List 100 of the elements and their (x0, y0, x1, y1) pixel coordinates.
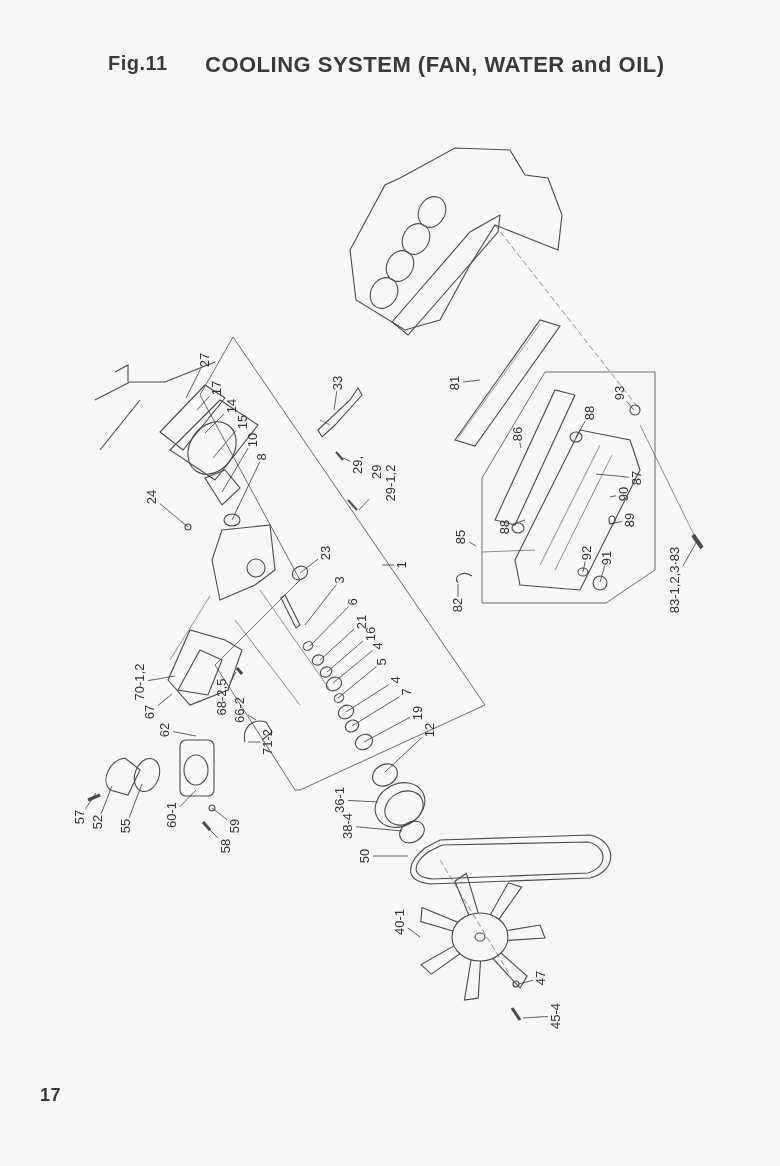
leader-line (575, 420, 586, 438)
figure-number: Fig.11 (108, 52, 168, 75)
callout-number: 17 (210, 380, 224, 396)
callout-number: 1 (395, 561, 409, 569)
diagram-title: COOLING SYSTEM (FAN, WATER and OIL) (205, 52, 665, 78)
callout-number: 58 (219, 838, 233, 854)
callout-number: 52 (91, 814, 105, 830)
leader-line (231, 461, 261, 521)
callout-number: 24 (145, 489, 159, 505)
callout-number: 55 (119, 818, 133, 834)
callout-number: 36-1 (333, 787, 347, 813)
leader-line (351, 696, 400, 727)
leader-line (682, 540, 698, 567)
callout-number: 59 (228, 818, 242, 834)
leader-line (157, 693, 173, 706)
leader-line (332, 650, 373, 684)
callout-number: 14 (225, 398, 239, 414)
callout-number: 29-1,2 (384, 464, 398, 502)
leader-line (196, 395, 210, 411)
callout-number: 66-2 (233, 697, 247, 723)
callout-number: 45-4 (549, 1003, 563, 1029)
leader-line (608, 521, 623, 525)
leader-line (372, 855, 409, 857)
leader-line (319, 628, 355, 661)
leader-line (128, 783, 143, 819)
leader-line (247, 714, 257, 721)
leader-line (100, 785, 113, 815)
leader-line (221, 447, 249, 493)
leader-line (355, 826, 403, 832)
leader-line (512, 519, 526, 525)
leader-line (304, 584, 337, 626)
leader-line (337, 666, 377, 699)
callout-number: 8 (255, 453, 269, 461)
callout-number: 40-1 (393, 909, 407, 935)
leader-line (205, 825, 219, 839)
callout-number: 33 (331, 375, 345, 391)
callout-number: 68-2,5 (215, 678, 229, 716)
leader-line (299, 558, 319, 574)
callout-number: 6 (346, 598, 360, 606)
leader-line (147, 675, 176, 682)
leader-line (522, 1016, 549, 1019)
leader-line (407, 927, 421, 938)
callout-number: 15 (236, 414, 250, 430)
callout-number: 19 (411, 705, 425, 721)
callout-number: 86 (511, 426, 525, 442)
leader-line (172, 731, 197, 737)
callout-number: 89 (623, 512, 637, 528)
leader-line (609, 495, 617, 498)
callout-number: 10 (246, 432, 260, 448)
page-number: 17 (40, 1085, 62, 1106)
callout-number: 88 (498, 519, 512, 535)
callout-number: 12 (423, 722, 437, 738)
callout-number: 60-1 (165, 802, 179, 828)
callout-number: 81 (448, 375, 462, 391)
callout-number: 57 (73, 809, 87, 825)
callout-number: 83-1,2,3·83 (668, 546, 682, 614)
callout-number: 93 (613, 385, 627, 401)
leader-line (326, 640, 364, 673)
callout-number: 23 (319, 545, 333, 561)
callout-number: 82 (451, 597, 465, 613)
callout-number: 90 (617, 486, 631, 502)
leader-line (582, 560, 586, 573)
leader-line (457, 583, 459, 598)
leader-line (595, 473, 630, 478)
callout-number: 91 (600, 550, 614, 566)
callout-number: 92 (580, 545, 594, 561)
leader-line (384, 737, 423, 773)
leader-line (179, 789, 197, 808)
callout-number: 87 (630, 470, 644, 486)
leader-line (342, 457, 351, 462)
leader-line (347, 800, 379, 803)
leader-line (229, 671, 237, 684)
leader-line (159, 503, 189, 528)
leader-line (211, 807, 228, 821)
leader-line (333, 390, 338, 411)
callout-number: 27 (198, 352, 212, 368)
leader-line (85, 792, 97, 810)
leader-line (358, 498, 370, 511)
callout-number: 38-4 (341, 813, 355, 839)
callout-number: 4 (389, 676, 403, 684)
callout-number: 88 (583, 405, 597, 421)
leader-line (185, 367, 202, 399)
leader-line (518, 979, 534, 985)
callout-number: 47 (534, 970, 548, 986)
leader-line (519, 441, 522, 449)
leader-line (381, 564, 395, 566)
leader-line (626, 400, 635, 411)
callout-number: 7 (400, 688, 414, 696)
leader-line (204, 413, 225, 434)
callout-number: 70-1,2 (133, 663, 147, 701)
callout-number: 85 (454, 529, 468, 545)
leader-line (468, 541, 477, 547)
callout-number: 29, (351, 455, 365, 475)
callout-number: 67 (143, 704, 157, 720)
callout-number: 3 (333, 576, 347, 584)
leader-line (462, 379, 481, 383)
leader-line (309, 606, 349, 647)
callout-number: 5 (375, 658, 389, 666)
callout-number: 50 (358, 848, 372, 864)
callout-number: 62 (158, 722, 172, 738)
